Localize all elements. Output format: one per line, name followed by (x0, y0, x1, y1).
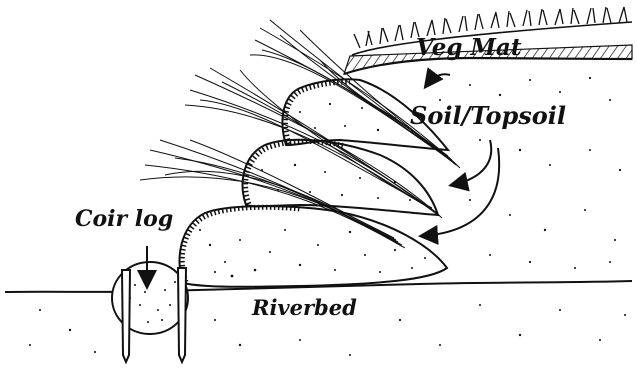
veg-mat-label: Veg Mat (416, 36, 521, 59)
ground-line (5, 281, 632, 292)
coir-log-label: Coir log (75, 208, 173, 230)
soil-lift-lower (179, 206, 447, 287)
soil-topsoil-label: Soil/Topsoil (410, 104, 566, 128)
riverbed-label: Riverbed (252, 297, 357, 318)
arrow-lower (422, 148, 499, 236)
arrow-upper (426, 74, 450, 86)
arrow-middle (452, 140, 491, 185)
fabric-wrap-lower (182, 207, 300, 282)
